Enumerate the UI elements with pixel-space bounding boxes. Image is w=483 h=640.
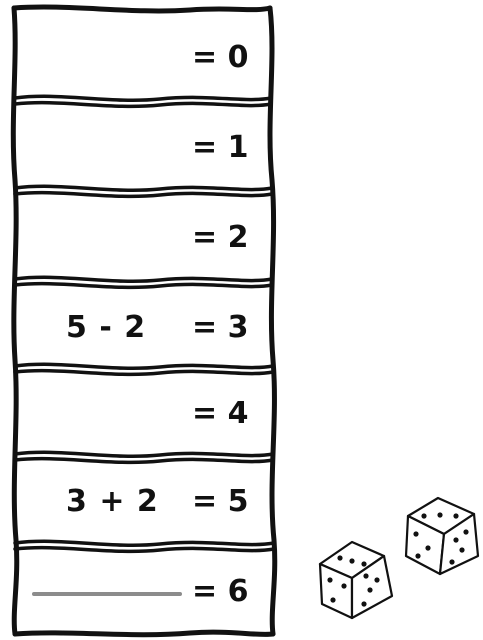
column-bottom-edge	[15, 632, 273, 635]
equals-sign: =	[192, 40, 217, 75]
row-result: = 0	[192, 40, 248, 75]
die-right-icon	[406, 498, 478, 574]
row-4: = 4	[14, 384, 276, 444]
divider-3b	[15, 284, 272, 288]
row-result: = 4	[192, 396, 248, 431]
divider-2a	[15, 186, 272, 190]
divider-4b	[15, 371, 273, 375]
die-left-icon	[320, 542, 392, 618]
row-expression: 5 - 2	[66, 310, 146, 345]
equals-sign: =	[192, 396, 217, 431]
divider-5a	[15, 452, 273, 456]
equals-sign: =	[192, 310, 217, 345]
divider-2b	[15, 193, 272, 197]
result-value: 4	[228, 396, 249, 431]
result-value: 2	[228, 220, 249, 255]
result-value: 0	[228, 40, 249, 75]
equals-sign: =	[192, 484, 217, 519]
divider-1b	[15, 103, 271, 107]
row-1: = 1	[14, 118, 276, 178]
column-top-edge	[14, 7, 270, 11]
result-value: 6	[228, 574, 249, 609]
row-3: 5 - 2 = 3	[14, 298, 276, 358]
divider-6a	[15, 541, 274, 545]
result-value: 1	[228, 130, 249, 165]
equals-sign: =	[192, 130, 217, 165]
row-result: = 5	[192, 484, 248, 519]
equals-sign: =	[192, 220, 217, 255]
row-5: 3 + 2 = 5	[14, 472, 276, 532]
row-6: = 6	[14, 562, 276, 622]
result-value: 5	[228, 484, 249, 519]
divider-5b	[15, 459, 273, 463]
row-result: = 2	[192, 220, 248, 255]
equals-sign: =	[192, 574, 217, 609]
divider-3a	[15, 277, 272, 281]
row-result: = 1	[192, 130, 248, 165]
divider-1a	[15, 96, 271, 100]
row-result: = 6	[192, 574, 248, 609]
divider-4a	[15, 364, 273, 368]
row-0: = 0	[14, 28, 276, 88]
answer-line	[32, 592, 182, 596]
row-result: = 3	[192, 310, 248, 345]
row-expression: 3 + 2	[66, 484, 159, 519]
row-2: = 2	[14, 208, 276, 268]
result-value: 3	[228, 310, 249, 345]
divider-6b	[15, 548, 274, 552]
